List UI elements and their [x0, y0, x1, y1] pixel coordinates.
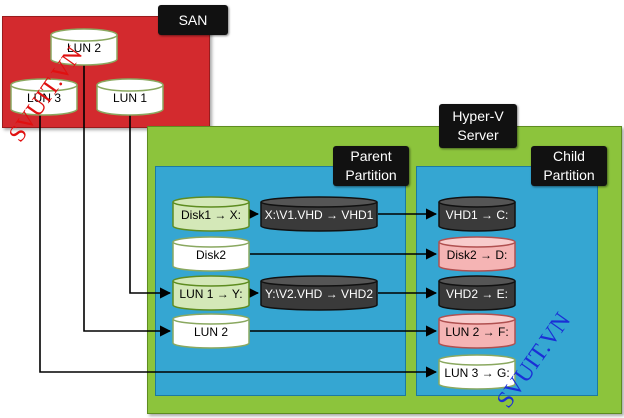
child-disk2-label: Disk2 → D:: [446, 248, 508, 262]
hyperv-server-tag: Hyper-V Server: [439, 104, 517, 148]
parent-label-line2: Partition: [345, 167, 397, 183]
child-label-line1: Child: [553, 148, 585, 164]
parent-disk1: Disk1 → X:: [172, 196, 250, 232]
parent-lun1: LUN 1 → Y:: [172, 275, 250, 311]
child-lun3: LUN 3 → G:: [438, 354, 516, 390]
hyperv-label-line2: Server: [457, 127, 499, 143]
parent-lun1-label: LUN 1 → Y:: [179, 287, 243, 301]
san-lun1-label: LUN 1: [112, 91, 147, 105]
child-partition-tag: Child Partition: [531, 146, 607, 186]
vhd1-file-label: X:\V1.VHD → VHD1: [264, 208, 374, 222]
parent-lun2: LUN 2: [172, 313, 250, 349]
san-lun3-disk: LUN 3: [10, 78, 78, 116]
vhd1-file: X:\V1.VHD → VHD1: [260, 196, 378, 232]
san-tag: SAN: [158, 5, 228, 35]
parent-lun2-label: LUN 2: [193, 325, 228, 339]
child-lun2: LUN 2 → F:: [438, 313, 516, 349]
child-disk2: Disk2 → D:: [438, 236, 516, 272]
child-vhd1-label: VHD1 → C:: [445, 208, 509, 222]
parent-disk1-label: Disk1 → X:: [180, 208, 241, 222]
child-lun2-label: LUN 2 → F:: [445, 325, 509, 339]
child-vhd2: VHD2 → E:: [438, 275, 516, 311]
vhd2-file: Y:\V2.VHD → VHD2: [260, 275, 378, 311]
san-lun1-disk: LUN 1: [96, 78, 164, 116]
arrow-san-lun3-to-child-lun3: [39, 115, 438, 378]
arrow-san-lun2-to-parent-lun2: [83, 65, 172, 337]
arrow-san-lun1-to-parent-lun1: [129, 115, 172, 299]
child-vhd1: VHD1 → C:: [438, 196, 516, 232]
parent-label-line1: Parent: [350, 148, 392, 164]
child-lun3-label: LUN 3 → G:: [444, 366, 510, 380]
parent-partition-tag: Parent Partition: [333, 146, 409, 186]
parent-disk2: Disk2: [172, 236, 250, 272]
child-vhd2-label: VHD2 → E:: [445, 287, 508, 301]
san-lun2-disk: LUN 2: [50, 28, 118, 66]
hyperv-label-line1: Hyper-V: [452, 108, 504, 124]
parent-disk2-label: Disk2: [195, 248, 226, 262]
child-label-line2: Partition: [543, 167, 595, 183]
san-label: SAN: [178, 11, 208, 28]
san-lun3-label: LUN 3: [26, 91, 61, 105]
san-lun2-label: LUN 2: [66, 41, 101, 55]
vhd2-file-label: Y:\V2.VHD → VHD2: [264, 287, 374, 301]
